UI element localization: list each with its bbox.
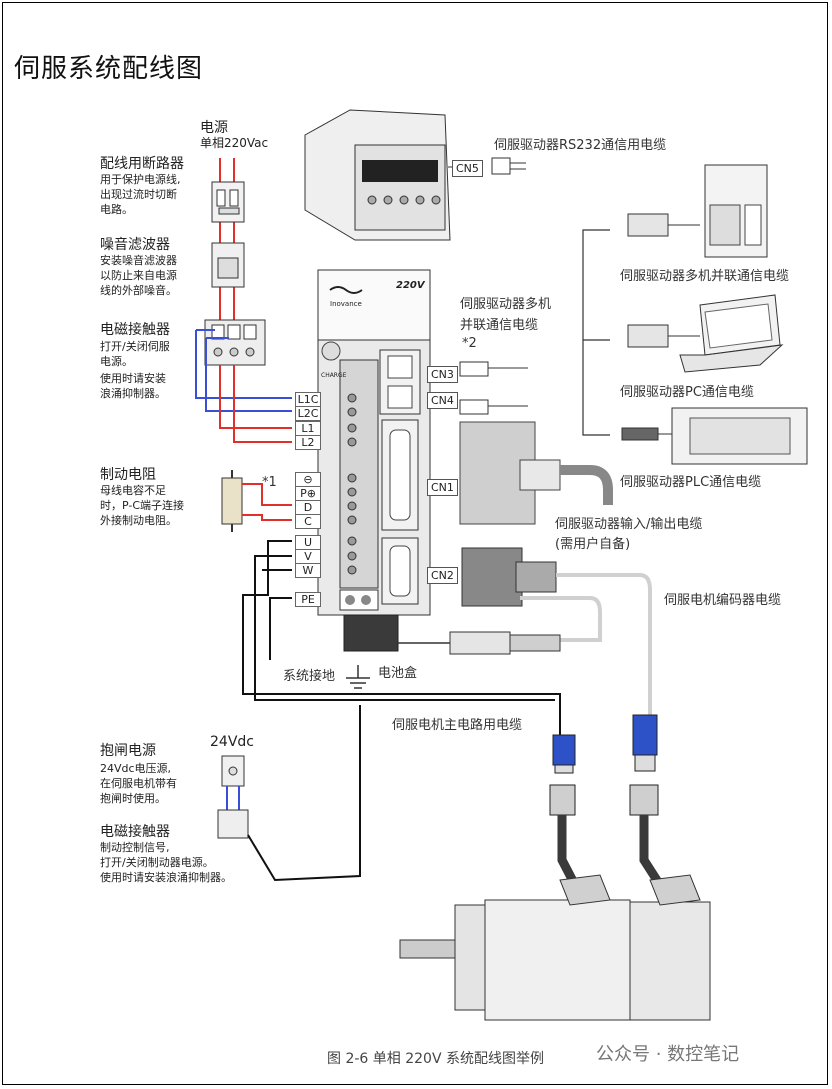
watermark: 公众号 · 数控笔记 xyxy=(596,1044,740,1065)
motor-cable-connectors xyxy=(549,714,664,888)
terminal-pe: PE xyxy=(295,592,321,607)
servo-drive-body xyxy=(317,269,431,652)
io-connector-icon xyxy=(459,421,613,525)
noise-filter-desc-2: 以防止来自电源 xyxy=(100,269,177,282)
terminal-l2: L2 xyxy=(295,435,321,450)
io-note-label: (需用户自备) xyxy=(555,537,631,552)
battery-label: 电池盒 xyxy=(378,666,418,681)
terminal-w: W xyxy=(295,563,321,578)
battery-box-icon xyxy=(398,631,561,655)
comm-bracket xyxy=(582,229,610,436)
main-cable-label: 伺服电机主电路用电缆 xyxy=(392,718,523,733)
encoder-connector-icon xyxy=(461,547,652,720)
multi-parallel-label-1: 伺服驱动器多机 xyxy=(460,297,552,312)
terminal-u: U xyxy=(295,535,321,550)
brake-resistor-desc-2: 时，P-C端子连接 xyxy=(100,499,185,512)
page-title: 伺服系统配线图 xyxy=(14,54,204,84)
brake-contactor-title: 电磁接触器 xyxy=(100,824,170,840)
terminal-p-plus: P⊕ xyxy=(295,486,321,501)
brake-contactor-desc-3: 使用时请安装浪涌抑制器。 xyxy=(100,871,232,884)
pc-cable-label: 伺服驱动器PC通信电缆 xyxy=(620,385,754,400)
laptop-icon xyxy=(627,294,784,373)
breaker-icon xyxy=(211,181,245,223)
terminal-minus: ⊖ xyxy=(295,472,321,487)
brake-power-title: 抱闸电源 xyxy=(100,743,156,759)
drive-model: 220V xyxy=(396,280,425,291)
cn3-label: CN3 xyxy=(427,366,458,383)
ground-symbol xyxy=(346,665,370,689)
cn3-cn4-plugs xyxy=(459,361,528,415)
multi-parallel-right-label: 伺服驱动器多机并联通信电缆 xyxy=(620,269,790,284)
servo-motor-icon xyxy=(399,874,711,1021)
brake-resistor-title: 制动电阻 xyxy=(100,467,156,483)
plc-icon xyxy=(621,407,808,465)
plc-cable-label: 伺服驱动器PLC通信电缆 xyxy=(620,475,762,490)
contactor-desc-2: 电源。 xyxy=(100,355,133,368)
noise-filter-title: 噪音滤波器 xyxy=(100,237,170,253)
terminal-v: V xyxy=(295,549,321,564)
motor-wires xyxy=(242,540,561,735)
multi-drive-icon xyxy=(627,164,768,258)
noise-filter-icon xyxy=(211,242,245,288)
note-1: *1 xyxy=(262,475,277,490)
rs232-plug-icon xyxy=(491,157,526,175)
figure-caption: 图 2-6 单相 220V 系统配线图举例 xyxy=(327,1051,544,1067)
control-wires xyxy=(195,329,292,443)
terminal-c: C xyxy=(295,514,321,529)
terminal-d: D xyxy=(295,500,321,515)
brake-resistor-icon xyxy=(221,470,292,532)
brake-power-desc-2: 在伺服电机带有 xyxy=(100,777,177,790)
breaker-desc-3: 电路。 xyxy=(100,203,133,216)
contactor-desc-4: 浪涌抑制器。 xyxy=(100,387,166,400)
brake-contactor-desc-1: 制动控制信号, xyxy=(100,841,170,854)
operator-panel xyxy=(304,109,451,241)
contactor-title: 电磁接触器 xyxy=(100,322,170,338)
terminal-strip xyxy=(347,393,357,575)
terminal-l1: L1 xyxy=(295,421,321,436)
contactor-desc-1: 打开/关闭伺服 xyxy=(100,340,170,353)
breaker-title: 配线用断路器 xyxy=(100,156,184,172)
noise-filter-desc-3: 线的外部噪音。 xyxy=(100,284,177,297)
cn4-label: CN4 xyxy=(427,392,458,409)
cn1-label: CN1 xyxy=(427,479,458,496)
io-cable-label: 伺服驱动器输入/输出电缆 xyxy=(555,517,703,532)
power-title: 电源 xyxy=(200,120,228,136)
brake-contactor-desc-2: 打开/关闭制动器电源。 xyxy=(100,856,214,869)
noise-filter-desc-1: 安装噪音滤波器 xyxy=(100,254,177,267)
cn5-label: CN5 xyxy=(452,160,483,177)
breaker-desc-2: 出现过流时切断 xyxy=(100,188,177,201)
terminal-l1c: L1C xyxy=(295,392,321,407)
brake-resistor-desc-3: 外接制动电阻。 xyxy=(100,514,177,527)
brake-power-desc-3: 抱闸时使用。 xyxy=(100,792,166,805)
ground-label: 系统接地 xyxy=(283,669,336,684)
power-spec: 单相220Vac xyxy=(200,136,269,150)
charge-label: CHARGE xyxy=(321,372,347,379)
contactor-icon xyxy=(204,319,266,366)
terminal-l2c: L2C xyxy=(295,406,321,421)
brake-power-icon xyxy=(217,705,361,882)
note-2: *2 xyxy=(462,336,477,351)
breaker-desc-1: 用于保护电源线, xyxy=(100,173,181,186)
brake-resistor-desc-1: 母线电容不足 xyxy=(100,484,166,497)
contactor-desc-3: 使用时请安装 xyxy=(100,372,166,385)
rs232-label: 伺服驱动器RS232通信用电缆 xyxy=(494,138,667,153)
drive-brand: Inovance xyxy=(330,300,362,308)
cn2-label: CN2 xyxy=(427,567,458,584)
encoder-cable-label: 伺服电机编码器电缆 xyxy=(664,593,782,608)
multi-parallel-label-2: 并联通信电缆 xyxy=(460,318,539,333)
brake-power-desc-1: 24Vdc电压源, xyxy=(100,762,172,775)
brake-power-voltage: 24Vdc xyxy=(210,734,254,750)
